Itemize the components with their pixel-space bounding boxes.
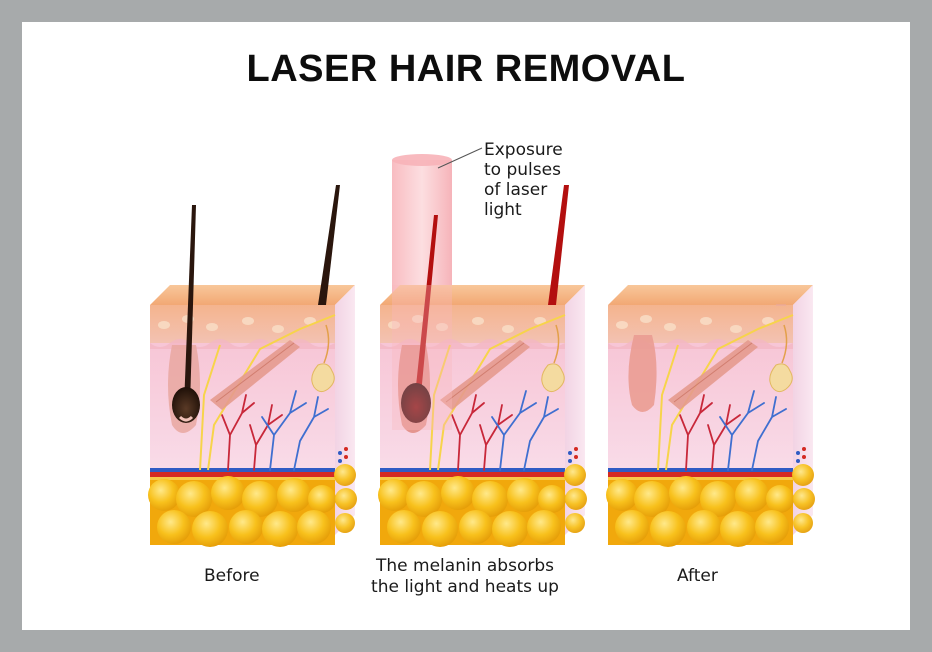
caption-before: Before: [204, 566, 260, 587]
exposure-line: light: [484, 200, 563, 220]
caption-middle: The melanin absorbs the light and heats …: [360, 556, 570, 598]
hair-bulb: [172, 387, 200, 423]
exposure-line: of laser: [484, 180, 563, 200]
exposure-label: Exposure to pulses of laser light: [484, 140, 563, 220]
empty-follicle: [628, 335, 656, 412]
caption-after: After: [677, 566, 718, 587]
exposure-line: Exposure: [484, 140, 563, 160]
laser-beam-overlay: [392, 285, 452, 430]
page-title: LASER HAIR REMOVAL: [0, 48, 932, 91]
skin-block-before: [148, 185, 357, 547]
skin-block-after: [606, 285, 815, 547]
caption-middle-line: The melanin absorbs: [360, 556, 570, 577]
exposure-line: to pulses: [484, 160, 563, 180]
caption-middle-line: the light and heats up: [360, 577, 570, 598]
